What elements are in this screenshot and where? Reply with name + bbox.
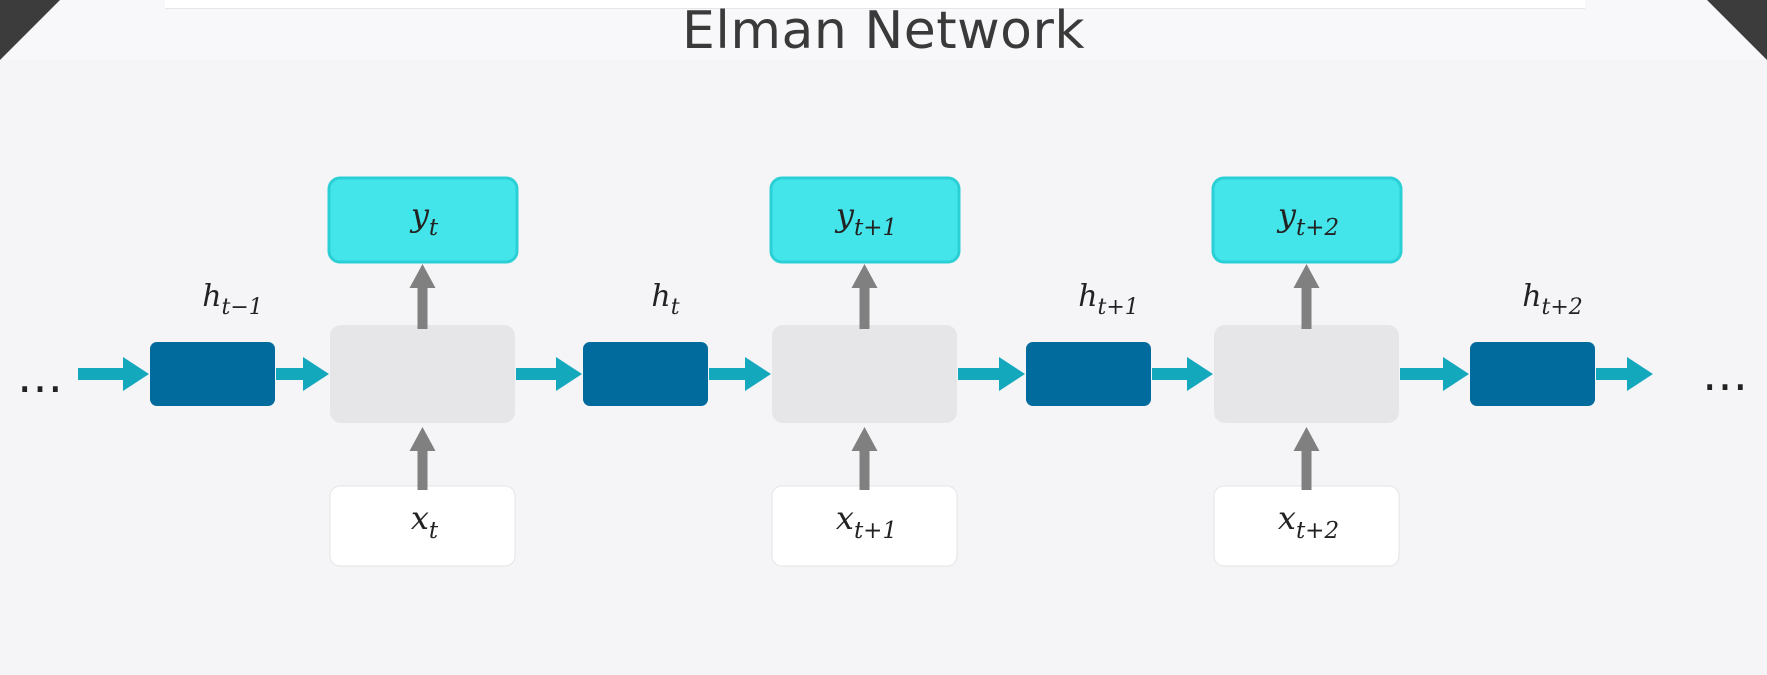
- title-band: [0, 0, 1767, 60]
- hidden-state-label: ht+2: [1522, 279, 1583, 320]
- output-label: yt+1: [834, 196, 897, 241]
- arrow-cell-to-output: [409, 264, 436, 329]
- arrow-h-2-to-cell-2: [709, 357, 771, 391]
- top-bar: [165, 0, 1585, 9]
- rnn-cell: [1214, 325, 1399, 423]
- rnn-cell: [330, 325, 515, 423]
- arrow-cell-2-to-h-3: [958, 357, 1025, 391]
- hidden-state-label: ht−1: [202, 279, 263, 320]
- output-box: [1211, 176, 1403, 264]
- arrow-cell-to-output: [1293, 264, 1320, 329]
- input-label: xt: [411, 499, 439, 544]
- arrow-input-to-cell: [409, 427, 436, 490]
- arrow-cell-3-to-h-4: [1400, 357, 1469, 391]
- arrow-h-1-to-cell-1: [276, 357, 329, 391]
- output-label: yt: [409, 196, 439, 241]
- rnn-cell: [772, 325, 957, 423]
- hidden-state-label: ht+1: [1078, 279, 1139, 320]
- diagram-title: Elman Network: [682, 1, 1085, 61]
- hidden-state-box: [583, 342, 708, 406]
- arrow-out-of-h-4: [1596, 357, 1653, 391]
- arrow-input-to-cell: [1293, 427, 1320, 490]
- hidden-state-label: ht: [651, 279, 679, 320]
- arrow-cell-1-to-h-2: [516, 357, 582, 391]
- hidden-state-box: [1026, 342, 1151, 406]
- output-label: yt+2: [1276, 196, 1339, 241]
- hidden-state-box: [1470, 342, 1595, 406]
- arrow-cell-to-output: [851, 264, 878, 329]
- arrow-into-h-1: [78, 357, 149, 391]
- ellipsis-left: …: [17, 349, 63, 403]
- arrow-h-3-to-cell-3: [1152, 357, 1213, 391]
- output-box: [769, 176, 961, 264]
- arrow-input-to-cell: [851, 427, 878, 490]
- hidden-state-box: [150, 342, 275, 406]
- output-box: [327, 176, 519, 264]
- input-label: xt+2: [1278, 499, 1339, 544]
- ellipsis-right: …: [1702, 347, 1748, 401]
- input-label: xt+1: [836, 499, 897, 544]
